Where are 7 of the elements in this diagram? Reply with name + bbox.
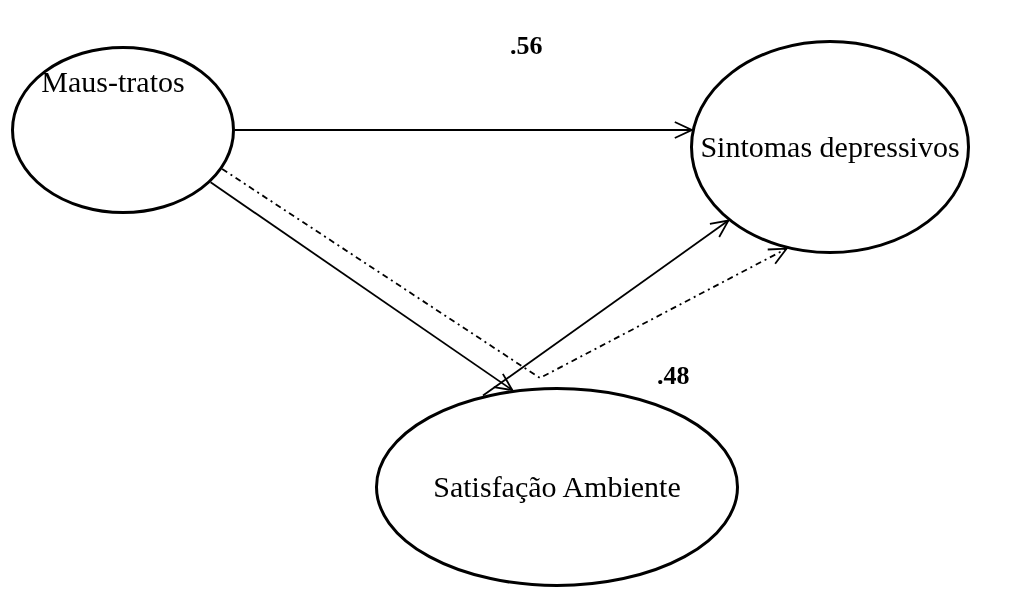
arrow	[482, 219, 730, 397]
arrow	[221, 168, 788, 380]
arrow	[234, 121, 693, 139]
arrow	[209, 181, 514, 391]
construct-label: Sintomas depressivos	[700, 129, 960, 166]
construct-label: Maus-tratos	[41, 64, 185, 101]
construct-label: Satisfação Ambiente	[433, 469, 681, 506]
